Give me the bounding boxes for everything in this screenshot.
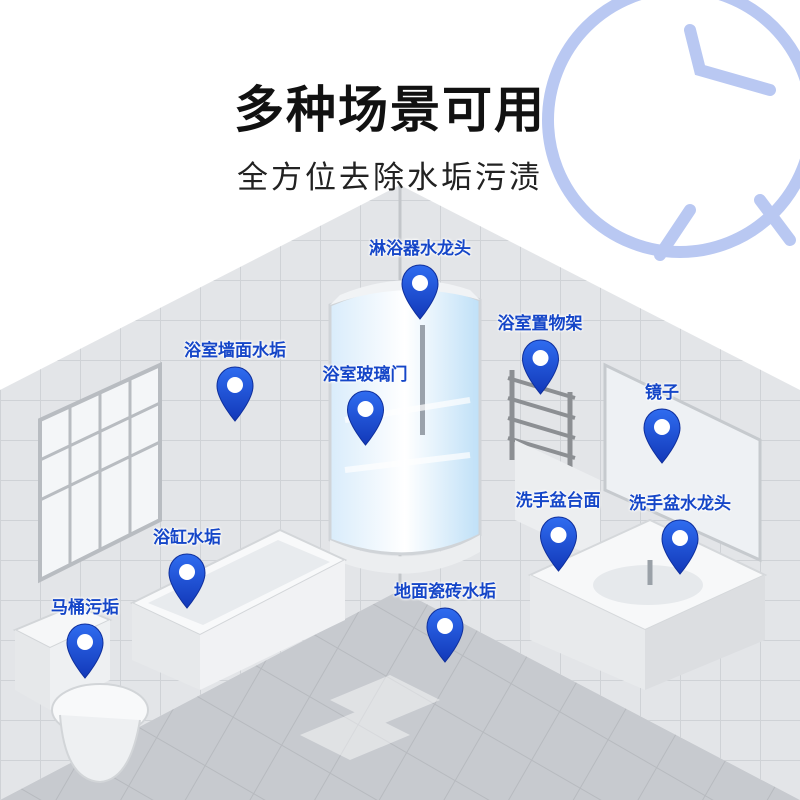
vanity-backsplash	[515, 440, 600, 560]
marker-label: 浴室玻璃门	[322, 365, 408, 385]
marker-label: 马桶污垢	[51, 598, 119, 618]
location-pin-icon	[521, 339, 559, 395]
floor	[0, 590, 800, 800]
location-pin-icon	[401, 264, 439, 320]
marker-label: 洗手盆台面	[515, 491, 601, 511]
window	[38, 361, 162, 584]
marker-label: 浴室置物架	[497, 314, 583, 334]
marker-floor-tile-scale: 地面瓷砖水垢	[394, 581, 496, 664]
location-pin-icon	[661, 519, 699, 575]
marker-label: 镜子	[645, 383, 679, 403]
marker-wall-scale: 浴室墙面水垢	[184, 340, 286, 423]
marker-toilet-stain: 马桶污垢	[51, 597, 119, 680]
location-pin-icon	[539, 516, 577, 572]
floor-reflection	[300, 675, 440, 760]
marker-label: 地面瓷砖水垢	[394, 582, 496, 602]
location-pin-icon	[168, 553, 206, 609]
location-pin-icon	[426, 607, 464, 663]
marker-bathtub-scale: 浴缸水垢	[153, 527, 221, 610]
marker-bathroom-shelf: 浴室置物架	[498, 313, 583, 396]
marker-label: 洗手盆水龙头	[629, 494, 731, 514]
page-subtitle: 全方位去除水垢污渍	[237, 160, 543, 196]
location-pin-icon	[66, 623, 104, 679]
marker-glass-door: 浴室玻璃门	[323, 364, 408, 447]
marker-label: 浴缸水垢	[153, 528, 221, 548]
marker-label: 浴室墙面水垢	[184, 341, 286, 361]
clock-icon	[542, 0, 800, 261]
mirror-surface	[603, 362, 762, 563]
sink-vanity	[527, 518, 768, 690]
location-pin-icon	[346, 390, 384, 446]
shower-enclosure	[328, 280, 482, 574]
marker-sink-faucet: 洗手盆水龙头	[629, 493, 731, 576]
marker-label: 淋浴器水龙头	[369, 239, 471, 259]
marker-shower-faucet: 淋浴器水龙头	[369, 238, 471, 321]
marker-sink-counter: 洗手盆台面	[516, 490, 601, 573]
bathtub	[129, 528, 348, 690]
location-pin-icon	[216, 366, 254, 422]
page-title: 多种场景可用	[234, 81, 546, 139]
location-pin-icon	[643, 408, 681, 464]
marker-mirror: 镜子	[642, 382, 682, 465]
